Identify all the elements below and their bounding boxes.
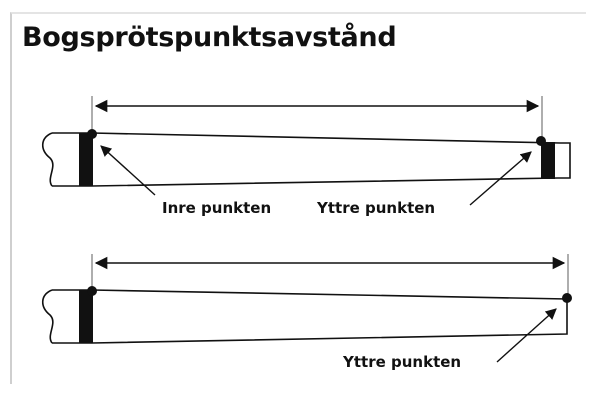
lower-diagram: Yttre punkten — [41, 254, 572, 371]
upper-inner-label: Inre punkten — [162, 199, 271, 217]
upper-outer-band — [541, 142, 555, 179]
upper-inner-point — [87, 129, 97, 139]
lower-inner-point — [87, 286, 97, 296]
lower-outer-label: Yttre punkten — [342, 353, 461, 371]
upper-outer-point — [536, 136, 546, 146]
upper-inner-band — [79, 133, 93, 186]
upper-spar — [52, 132, 571, 187]
upper-outer-leader — [469, 151, 532, 206]
page-title: Bogsprötspunktsavstånd — [22, 22, 397, 53]
lower-outer-leader — [496, 308, 557, 363]
upper-diagram: Inre punkten Yttre punkten — [41, 96, 571, 217]
figure-frame — [10, 12, 586, 384]
lower-spar-broken-end — [41, 289, 54, 344]
lower-inner-band — [79, 290, 93, 343]
upper-inner-leader — [100, 145, 156, 196]
lower-spar — [52, 289, 568, 344]
lower-outer-point — [562, 293, 572, 303]
upper-spar-broken-end — [41, 132, 54, 187]
upper-outer-label: Yttre punkten — [316, 199, 435, 217]
